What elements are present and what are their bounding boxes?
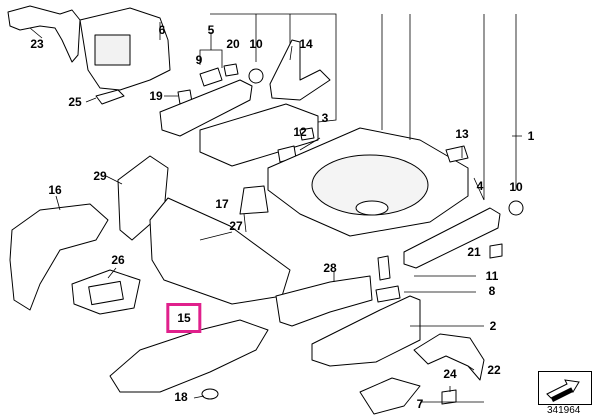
arrow-orientation-icon bbox=[546, 379, 580, 402]
label-part-28[interactable]: 28 bbox=[323, 261, 337, 275]
label-part-17[interactable]: 17 bbox=[215, 197, 229, 211]
part-18-plug bbox=[201, 388, 219, 400]
part-23-bracket bbox=[7, 5, 81, 63]
label-part-12[interactable]: 12 bbox=[293, 125, 307, 139]
part-10-grommet bbox=[248, 68, 264, 84]
label-part-5[interactable]: 5 bbox=[207, 23, 215, 37]
label-part-29[interactable]: 29 bbox=[93, 169, 107, 183]
part-8-clip bbox=[375, 285, 401, 303]
label-part-23[interactable]: 23 bbox=[30, 37, 44, 51]
part-2-bracket bbox=[311, 295, 421, 367]
label-part-27[interactable]: 27 bbox=[229, 219, 243, 233]
floor-pan-drain bbox=[355, 200, 389, 216]
part-26-opening bbox=[88, 280, 124, 306]
label-part-24[interactable]: 24 bbox=[443, 367, 457, 381]
label-part-15-selected[interactable]: 15 bbox=[166, 303, 202, 333]
label-part-11[interactable]: 11 bbox=[485, 269, 499, 283]
label-part-4[interactable]: 4 bbox=[476, 179, 484, 193]
label-part-13[interactable]: 13 bbox=[455, 127, 469, 141]
label-part-18[interactable]: 18 bbox=[174, 390, 188, 404]
part-6-opening bbox=[94, 34, 131, 66]
part-25-clip bbox=[95, 89, 125, 105]
label-part-20[interactable]: 20 bbox=[226, 37, 240, 51]
label-part-16[interactable]: 16 bbox=[48, 183, 62, 197]
label-part-2[interactable]: 2 bbox=[489, 319, 497, 333]
part-11-bracket bbox=[377, 255, 391, 281]
part-22-wheel-arch bbox=[413, 333, 485, 381]
part-15-panel bbox=[109, 319, 269, 393]
label-part-8[interactable]: 8 bbox=[488, 284, 496, 298]
leader-lines bbox=[29, 13, 522, 403]
label-part-14[interactable]: 14 bbox=[299, 37, 313, 51]
label-part-22[interactable]: 22 bbox=[487, 363, 501, 377]
label-part-10-top[interactable]: 10 bbox=[249, 37, 263, 51]
part-14-bracket bbox=[269, 39, 331, 101]
part-13-bracket bbox=[445, 145, 469, 163]
label-part-25[interactable]: 25 bbox=[68, 95, 82, 109]
part-17-mount bbox=[239, 185, 269, 215]
label-part-26[interactable]: 26 bbox=[111, 253, 125, 267]
label-part-9[interactable]: 9 bbox=[195, 53, 203, 67]
orientation-icon-box bbox=[538, 371, 592, 405]
label-part-10-right[interactable]: 10 bbox=[509, 180, 523, 194]
label-part-7[interactable]: 7 bbox=[416, 397, 424, 411]
reference-number: 341964 bbox=[547, 405, 581, 416]
part-5-crossmember bbox=[159, 79, 253, 137]
part-16-wheel-arch bbox=[9, 203, 109, 311]
label-part-19[interactable]: 19 bbox=[149, 89, 163, 103]
label-part-21[interactable]: 21 bbox=[467, 245, 481, 259]
part-3-tray bbox=[199, 103, 319, 167]
part-7-plate bbox=[359, 377, 421, 415]
part-9-bracket bbox=[199, 67, 223, 87]
part-27-floor bbox=[149, 197, 291, 305]
part-28-panel bbox=[275, 275, 373, 327]
label-part-1[interactable]: 1 bbox=[527, 129, 535, 143]
part-4-rail bbox=[403, 207, 501, 269]
label-part-3[interactable]: 3 bbox=[321, 111, 329, 125]
part-21-clip bbox=[489, 243, 503, 259]
part-12-clip-b bbox=[299, 127, 315, 141]
part-10-right-grommet bbox=[508, 200, 524, 216]
label-part-6[interactable]: 6 bbox=[158, 23, 166, 37]
part-20-bracket bbox=[223, 63, 239, 77]
